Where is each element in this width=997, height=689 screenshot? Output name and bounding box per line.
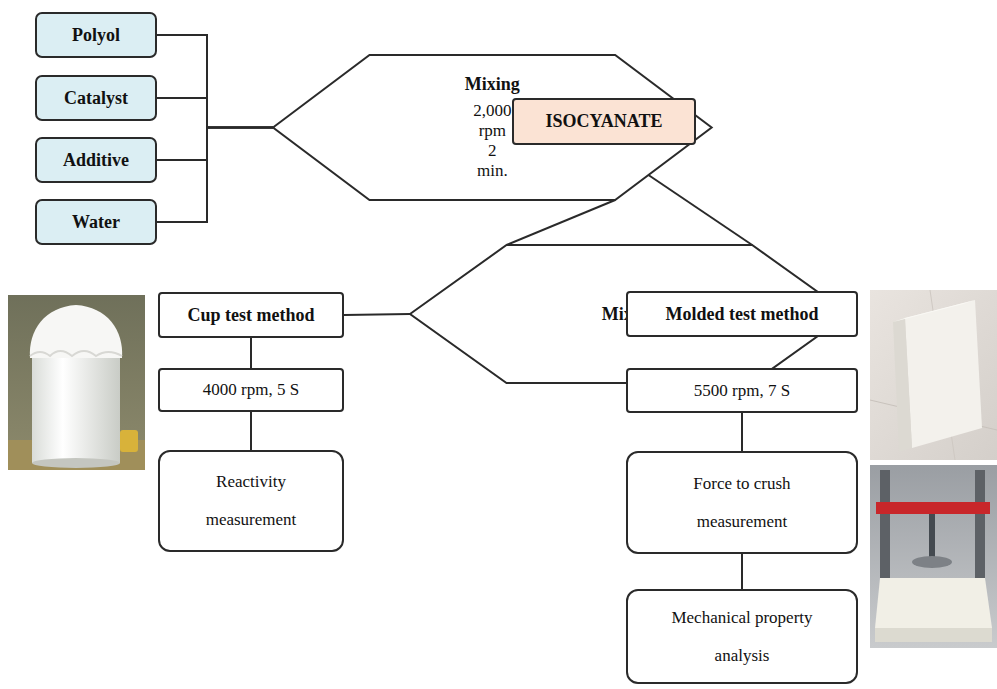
input-box: Polyol [35, 12, 157, 58]
method-box: Cup test method [158, 292, 344, 338]
node-label: Force to crush measurement [654, 465, 830, 541]
node-label: Reactivity measurement [186, 463, 316, 539]
node-label: Molded test method [666, 304, 819, 325]
result-box: Reactivity measurement [158, 450, 344, 552]
connector-line [507, 200, 616, 245]
connector-line [157, 98, 273, 128]
molded-foam-photo [870, 290, 997, 460]
node-label: Additive [63, 150, 129, 171]
node-label: Mixing [465, 74, 520, 95]
connector-line [157, 35, 273, 128]
connector-line [741, 554, 743, 589]
node-label: Catalyst [64, 88, 128, 109]
node-label: ISOCYANATE [545, 111, 662, 132]
cup-foam-photo [8, 295, 145, 470]
isocyanate-box: ISOCYANATE [512, 98, 696, 145]
connector-line [250, 338, 252, 368]
input-box: Additive [35, 137, 157, 183]
node-label: Mechanical property analysis [654, 599, 830, 675]
input-box: Water [35, 199, 157, 245]
step-box: 5500 rpm, 7 S [626, 368, 858, 413]
step-box: 4000 rpm, 5 S [158, 368, 344, 412]
node-label: 4000 rpm, 5 S [203, 380, 299, 400]
input-box: Catalyst [35, 75, 157, 121]
connector-line [344, 314, 410, 315]
node-detail: 2,000 rpm 2 min. [473, 101, 511, 181]
node-label: Polyol [72, 25, 120, 46]
result-box: Force to crush measurement [626, 451, 858, 554]
connector-line [157, 128, 273, 161]
node-label: Cup test method [187, 305, 314, 326]
connector-line [250, 412, 252, 450]
result-box: Mechanical property analysis [626, 589, 858, 684]
node-label: 5500 rpm, 7 S [694, 381, 790, 401]
testing-machine-photo [870, 465, 997, 648]
node-label: Water [72, 212, 120, 233]
connector-line [741, 413, 743, 451]
method-box: Molded test method [626, 291, 858, 337]
connector-line [157, 128, 273, 223]
